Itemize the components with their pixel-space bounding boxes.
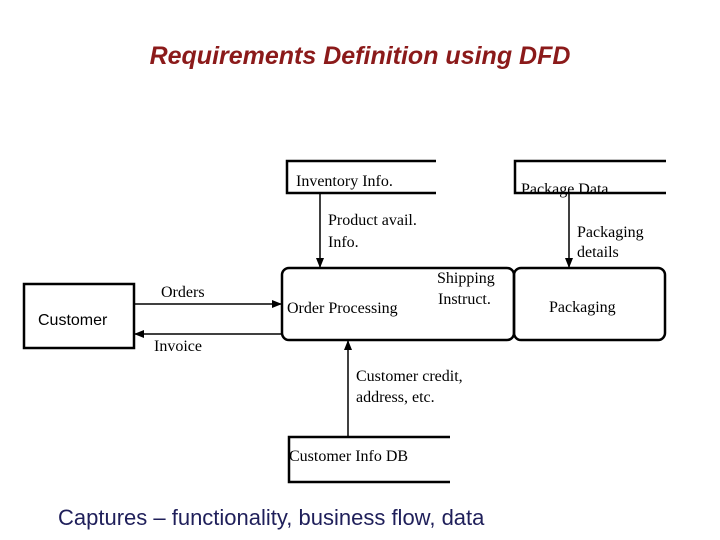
product-avail-label-line1: Product avail. <box>328 212 417 229</box>
inventory-store: Inventory Info. <box>285 159 436 195</box>
packaging-details-label-line2: details <box>577 244 619 261</box>
packaging-process: Packaging <box>512 266 667 342</box>
shipping-flow-label-line1: Shipping <box>437 270 495 287</box>
order-processing-label: Order Processing <box>287 300 398 317</box>
product-avail-label-line2: Info. <box>328 234 359 251</box>
packaging-label: Packaging <box>549 299 616 316</box>
slide-caption: Captures – functionality, business flow,… <box>58 505 485 530</box>
customer-db-store: Customer Info DB <box>287 435 450 484</box>
packaging-details-label-line1: Packaging <box>577 224 644 241</box>
customer-credit-label-line1: Customer credit, <box>356 368 463 385</box>
package-store-label: Package Data <box>521 181 609 198</box>
invoice-flow-label: Invoice <box>154 338 202 355</box>
customer-db-label: Customer Info DB <box>289 448 408 465</box>
customer-credit-label-line2: address, etc. <box>356 389 435 406</box>
page-title: Requirements Definition using DFD <box>149 42 571 70</box>
customer-entity: Customer <box>22 282 136 350</box>
orders-flow-label: Orders <box>161 284 205 301</box>
package-store: Package Data <box>513 159 666 198</box>
customer-entity-label: Customer <box>38 312 108 329</box>
shipping-flow-label-line2: Instruct. <box>438 291 491 308</box>
inventory-store-label: Inventory Info. <box>296 173 393 190</box>
